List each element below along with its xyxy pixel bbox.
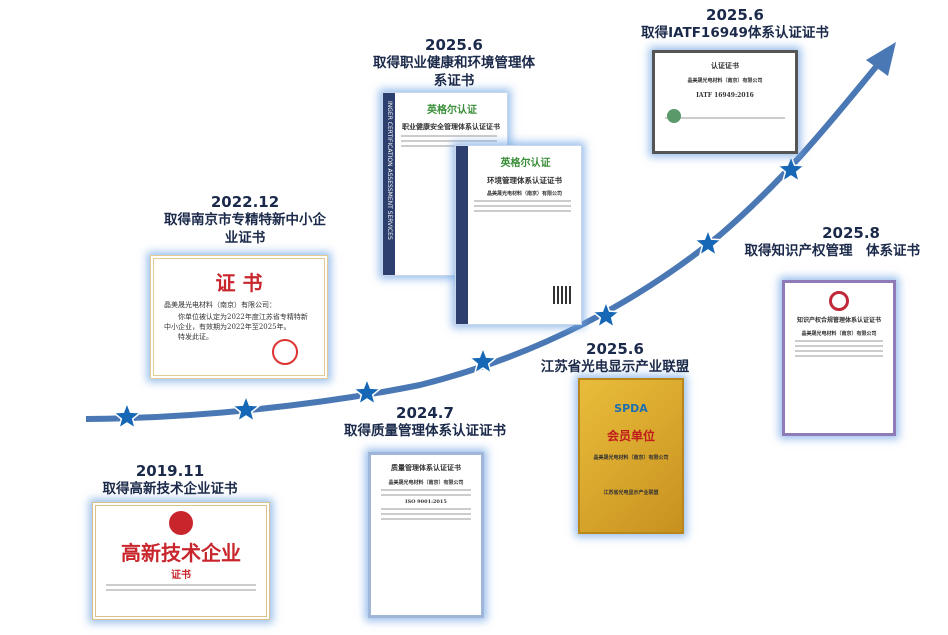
- certificate-title: 职业健康安全管理体系认证证书: [402, 122, 500, 131]
- certificate-company: 晶美晟光电材料（南京）有限公司: [801, 331, 877, 337]
- milestone-star-icon: [692, 227, 724, 257]
- spda-certificate: SPDA 会员单位 晶美晟光电材料（南京）有限公司 江苏省光电显示产业联盟: [578, 378, 684, 534]
- qms-certificate: 质量管理体系认证证书 晶美晟光电材料（南京）有限公司 ISO 9001:2015: [368, 452, 484, 618]
- certificate-brand: 英格尔认证: [427, 105, 477, 116]
- certificate-standard: ISO 9001:2015: [405, 499, 447, 505]
- certificate-title: 质量管理体系认证证书: [391, 463, 461, 472]
- certificate-title: 会员单位: [606, 429, 655, 443]
- iatf-certificate: 认证证书 晶美晟光电材料（南京）有限公司 IATF 16949:2016: [652, 50, 798, 154]
- certificate-title: 高新技术企业: [121, 541, 241, 565]
- milestone-star-icon: [111, 400, 143, 430]
- ohs-certificate: INGER CERTIFICATION ASSESSMENT SERVICES …: [382, 92, 508, 276]
- certificate-title: 知识产权合规管理体系认证证书: [796, 317, 881, 324]
- ip-certificate: 知识产权合规管理体系认证证书 晶美晟光电材料（南京）有限公司: [782, 280, 896, 436]
- certificate-company: 晶美晟光电材料（南京）有限公司: [486, 191, 562, 197]
- certificate-company: 晶美晟光电材料（南京）有限公司: [687, 78, 763, 84]
- certificate-title: 认证证书: [711, 61, 739, 70]
- qr-code-icon: [553, 286, 571, 304]
- globe-icon: [667, 109, 681, 123]
- hightech-certificate: 高新技术企业 证书: [92, 502, 270, 620]
- env-certificate: 英格尔认证 环境管理体系认证证书 晶美晟光电材料（南京）有限公司: [455, 145, 582, 325]
- milestone-star-icon: [351, 376, 383, 406]
- certificate-end: 特发此证。: [178, 333, 213, 341]
- certificate-title: 环境管理体系认证证书: [487, 176, 562, 185]
- certificate-side-band: [383, 93, 395, 275]
- certificate-issuer: 江苏省光电显示产业联盟: [603, 490, 659, 496]
- certificate-brand: 英格尔认证: [500, 158, 551, 169]
- certificate-side-text: INGER CERTIFICATION ASSESSMENT SERVICES: [386, 101, 393, 240]
- milestone-star-icon: [775, 153, 807, 183]
- certificate-subtitle: 证书: [171, 570, 191, 581]
- emblem-icon: [169, 511, 193, 535]
- certificate-standard: IATF 16949:2016: [696, 92, 754, 99]
- arrow-head-icon: [866, 42, 896, 76]
- certificate-company: 晶美晟光电材料（南京）有限公司: [388, 480, 464, 486]
- milestone-star-icon: [590, 299, 622, 329]
- certificate-body: 你单位被认定为2022年度江苏省专精特新中小企业，有效期为2022年至2025年…: [164, 313, 308, 331]
- certificate-title: 证 书: [215, 271, 263, 295]
- certificate-company: 晶美晟光电材料（南京）有限公司：: [164, 301, 276, 309]
- certificate-company: 晶美晟光电材料（南京）有限公司: [593, 455, 669, 461]
- seal-icon: [272, 339, 298, 365]
- srdi-certificate: 证 书 晶美晟光电材料（南京）有限公司： 你单位被认定为2022年度江苏省专精特…: [150, 255, 328, 379]
- milestone-star-icon: [467, 345, 499, 375]
- spda-logo: SPDA: [614, 402, 648, 415]
- milestone-star-icon: [230, 393, 262, 423]
- ip-logo-icon: [829, 291, 849, 311]
